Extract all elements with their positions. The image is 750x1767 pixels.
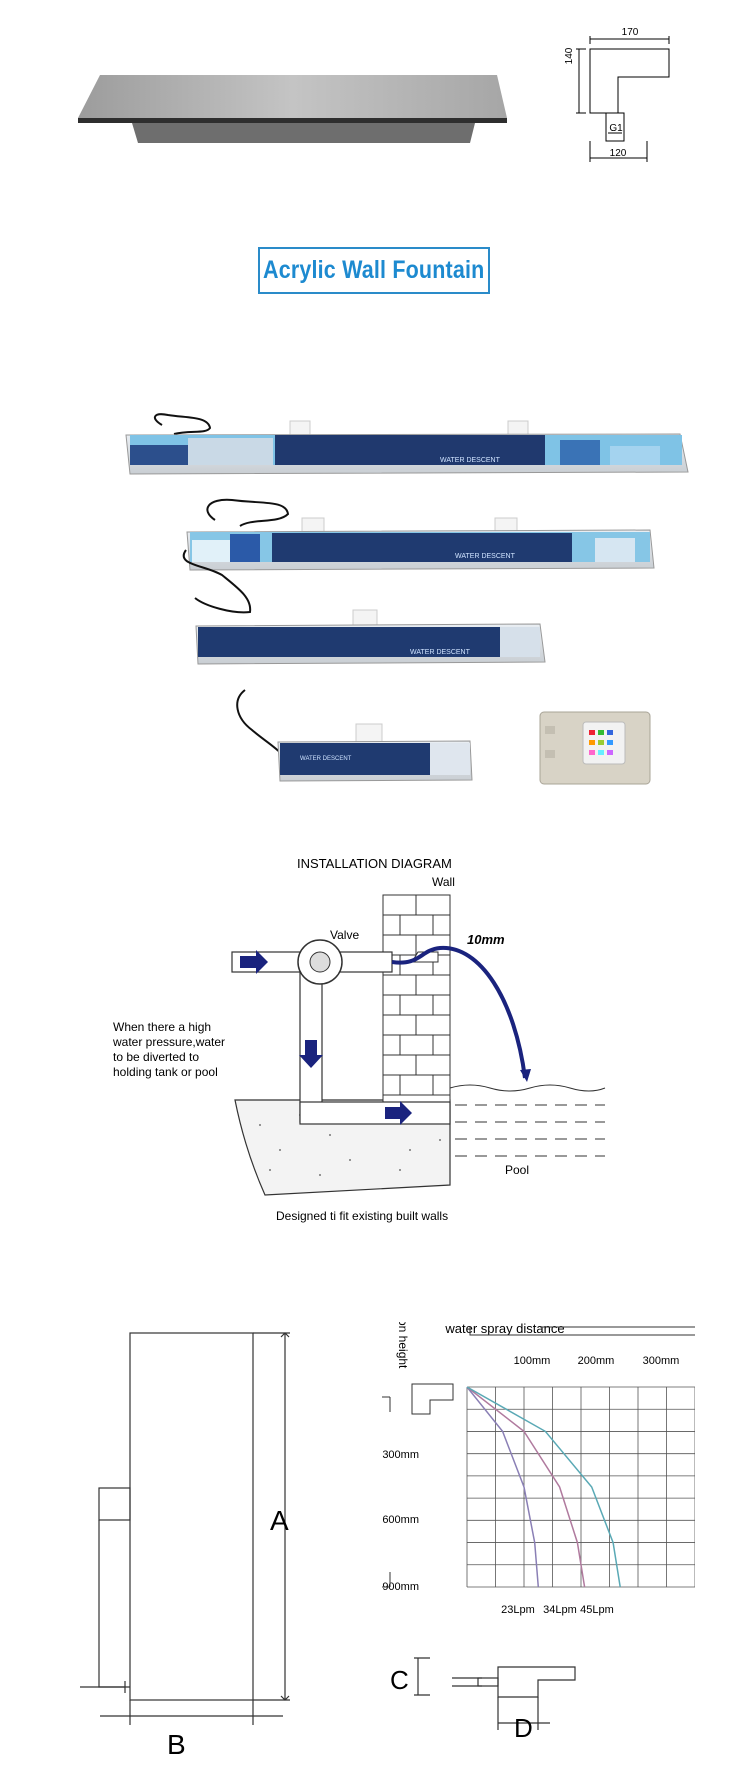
valve-label: Valve bbox=[330, 928, 359, 942]
spray-chart: water spray distance 100mm 200mm 300mm 3… bbox=[382, 1322, 695, 1616]
spray-curve-34Lpm bbox=[466, 1386, 586, 1588]
side-view-drawing: A B bbox=[80, 1332, 290, 1760]
label-d: D bbox=[514, 1713, 533, 1743]
side-inlet bbox=[98, 1487, 131, 1521]
brick-wall bbox=[382, 894, 451, 1106]
fountain-unit-medium: WATER DESCENT bbox=[186, 498, 655, 571]
dim-top-width: 170 bbox=[622, 27, 639, 38]
flow-label-45: 45Lpm bbox=[580, 1604, 614, 1616]
product-photo-top bbox=[78, 75, 507, 143]
note-line-1: When there a high bbox=[113, 1020, 211, 1034]
x-tick-300: 300mm bbox=[643, 1355, 680, 1367]
led-controller bbox=[539, 711, 651, 785]
detail-c-d-drawing: C D bbox=[390, 1657, 576, 1743]
installation-diagram: INSTALLATION DIAGRAM Wall Valve 10mm Poo… bbox=[112, 856, 606, 1223]
spout-body bbox=[132, 123, 475, 143]
product-panel-text-3: WATER DESCENT bbox=[410, 649, 471, 656]
wall-label: Wall bbox=[432, 875, 455, 889]
x-tick-100: 100mm bbox=[514, 1355, 551, 1367]
fountain-unit-large: WATER DESCENT bbox=[125, 413, 689, 475]
section-title: Acrylic Wall Fountain bbox=[263, 256, 485, 284]
fountain-unit-small: WATER DESCENT bbox=[182, 549, 546, 665]
label-a: A bbox=[270, 1505, 289, 1536]
dim-inlet: G1 bbox=[609, 123, 623, 134]
spout-top-face bbox=[78, 75, 507, 118]
section-title-box: Acrylic Wall Fountain bbox=[258, 247, 490, 294]
note-line-3: to be diverted to bbox=[113, 1050, 199, 1064]
product-panel-text-4: WATER DESCENT bbox=[300, 756, 352, 762]
product-panel-text-2: WATER DESCENT bbox=[455, 553, 516, 560]
spray-chart-title: water spray distance bbox=[444, 1322, 564, 1336]
note-line-2: water pressure,water bbox=[112, 1035, 225, 1049]
gap-label: 10mm bbox=[467, 932, 505, 947]
fountain-unit-mini: WATER DESCENT bbox=[236, 689, 473, 782]
flow-label-23: 23Lpm bbox=[501, 1604, 535, 1616]
spray-curve-45Lpm bbox=[466, 1386, 621, 1588]
installation-caption: Designed ti fit existing built walls bbox=[276, 1209, 448, 1223]
y-tick-300: 300mm bbox=[382, 1449, 419, 1461]
flow-label-34: 34Lpm bbox=[543, 1604, 577, 1616]
product-lineup-photo: WATER DESCENT WATER DESCENT WATER DESCEN… bbox=[125, 413, 689, 785]
spout-lip bbox=[78, 118, 507, 123]
dim-bottom-width: 120 bbox=[610, 148, 627, 159]
y-tick-900: 900mm bbox=[382, 1581, 419, 1593]
label-c: C bbox=[390, 1665, 409, 1695]
note-line-4: holding tank or pool bbox=[113, 1065, 218, 1079]
product-panel-text-1: WATER DESCENT bbox=[440, 457, 501, 464]
pressure-note: When there a high water pressure,water t… bbox=[112, 1020, 228, 1079]
y-axis-label: installation height bbox=[396, 1322, 410, 1369]
x-tick-200: 200mm bbox=[578, 1355, 615, 1367]
dimension-drawing: 170 140 G1 120 bbox=[564, 27, 670, 162]
spout-icon bbox=[411, 1383, 454, 1415]
installation-title: INSTALLATION DIAGRAM bbox=[297, 856, 452, 871]
side-body bbox=[129, 1332, 254, 1701]
y-tick-600: 600mm bbox=[382, 1514, 419, 1526]
spray-curve-23Lpm bbox=[466, 1386, 540, 1588]
label-b: B bbox=[167, 1729, 186, 1760]
pool-label: Pool bbox=[505, 1163, 529, 1177]
dim-height: 140 bbox=[564, 47, 575, 64]
